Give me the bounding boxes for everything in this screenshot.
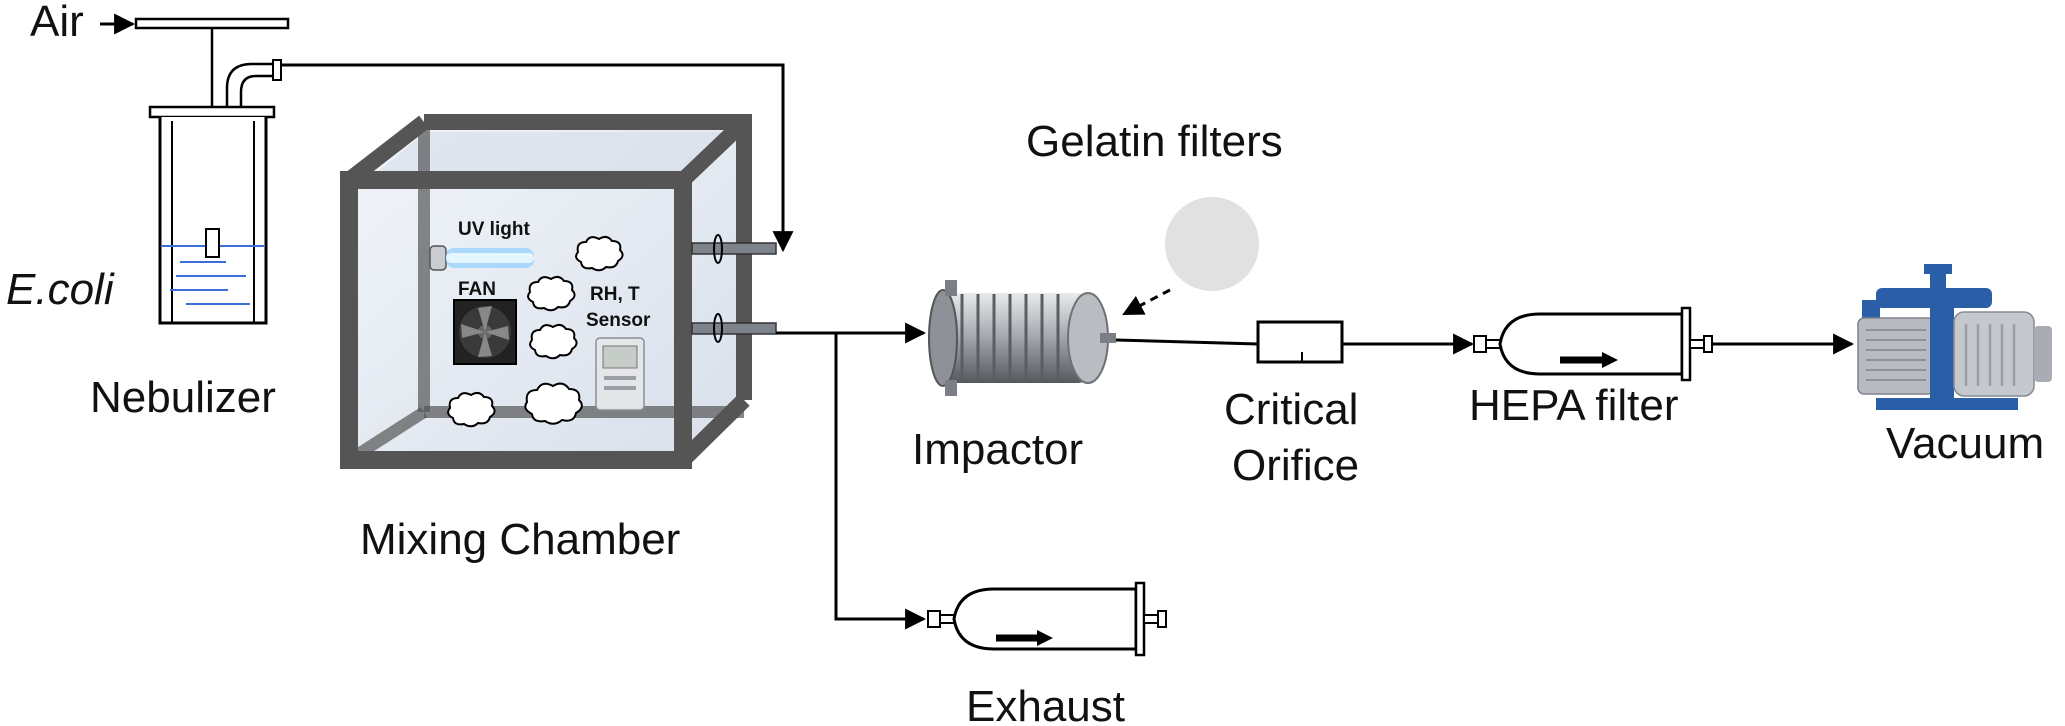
sensor-icon — [595, 337, 645, 411]
impactor-label: Impactor — [912, 425, 1083, 474]
vacuum-pump: Vacuum — [1857, 264, 2052, 468]
nebulizer-jar — [158, 117, 268, 325]
uv-light — [429, 245, 534, 271]
nebulizer-outlet-tube — [225, 62, 276, 108]
fan-label: FAN — [458, 279, 496, 300]
nebulizer-nozzle — [205, 228, 220, 258]
rh-t-label: RH, T — [590, 284, 640, 305]
ecoli-label: E.coli — [6, 265, 115, 314]
nebulizer-label: Nebulizer — [90, 373, 276, 422]
nebulizer-outlet-tube-inner — [239, 74, 276, 108]
orifice-label: Orifice — [1232, 441, 1359, 490]
nebulizer-to-chamber-wire — [281, 63, 794, 253]
hepa-filter-label: HEPA filter — [1469, 381, 1678, 430]
sensor-label: Sensor — [586, 310, 651, 331]
impactor: Impactor — [912, 280, 1116, 474]
chamber-to-exhaust-wire — [834, 333, 927, 630]
outlet-cap — [272, 59, 282, 81]
air-label: Air — [30, 0, 84, 46]
fan-icon — [453, 299, 517, 365]
exhaust-label: Exhaust — [966, 682, 1125, 726]
nebulizer-lid — [148, 105, 276, 119]
impactor-to-orifice-wire — [1115, 338, 1259, 346]
uv-light-label: UV light — [458, 219, 530, 240]
gelatin-to-impactor-arrow — [1122, 288, 1171, 316]
critical-label: Critical — [1224, 385, 1358, 434]
air-inlet-bar — [134, 17, 290, 30]
nebulizer: Air E.coli Nebulizer — [6, 0, 290, 422]
gelatin-filters-label: Gelatin filters — [1026, 117, 1283, 166]
vacuum-label: Vacuum — [1886, 419, 2044, 468]
exhaust-filter: Exhaust — [927, 581, 1167, 726]
mixing-chamber: UV light FAN RH, T Sensor Mixing Chamber — [340, 114, 777, 564]
chamber-ports — [691, 234, 777, 343]
hepa-filter: HEPA filter — [1469, 306, 1713, 430]
aerosol-clouds — [447, 235, 624, 428]
gelatin-filter: Gelatin filters — [1026, 117, 1283, 316]
critical-orifice: Critical Orifice — [1224, 320, 1359, 490]
mixing-chamber-label: Mixing Chamber — [360, 515, 680, 564]
